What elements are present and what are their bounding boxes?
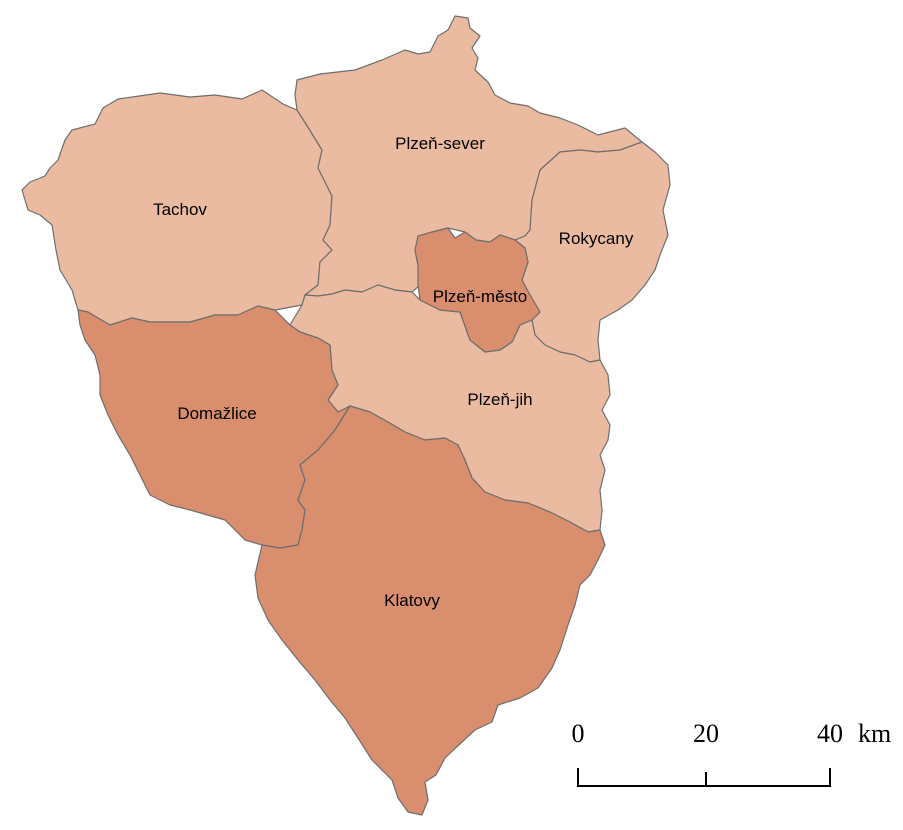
label-klatovy: Klatovy bbox=[384, 591, 440, 610]
label-plzen-mesto: Plzeň-město bbox=[433, 287, 527, 306]
district-rokycany[interactable] bbox=[514, 141, 671, 363]
district-tachov[interactable] bbox=[21, 89, 333, 326]
scale-tick-20: 20 bbox=[693, 719, 719, 748]
scale-bar: 0 20 40 km bbox=[572, 719, 891, 787]
scale-bar-line bbox=[577, 768, 831, 787]
scale-tick-0: 0 bbox=[572, 719, 585, 748]
label-plzen-jih: Plzeň-jih bbox=[467, 390, 532, 409]
label-domazlice: Domažlice bbox=[177, 404, 256, 423]
label-rokycany: Rokycany bbox=[559, 229, 634, 248]
scale-unit: km bbox=[858, 719, 891, 748]
district-klatovy[interactable] bbox=[254, 405, 606, 816]
label-plzen-sever: Plzeň-sever bbox=[395, 134, 485, 153]
label-tachov: Tachov bbox=[153, 200, 207, 219]
scale-tick-40: 40 bbox=[817, 719, 843, 748]
district-plzen-mesto[interactable] bbox=[414, 227, 541, 353]
